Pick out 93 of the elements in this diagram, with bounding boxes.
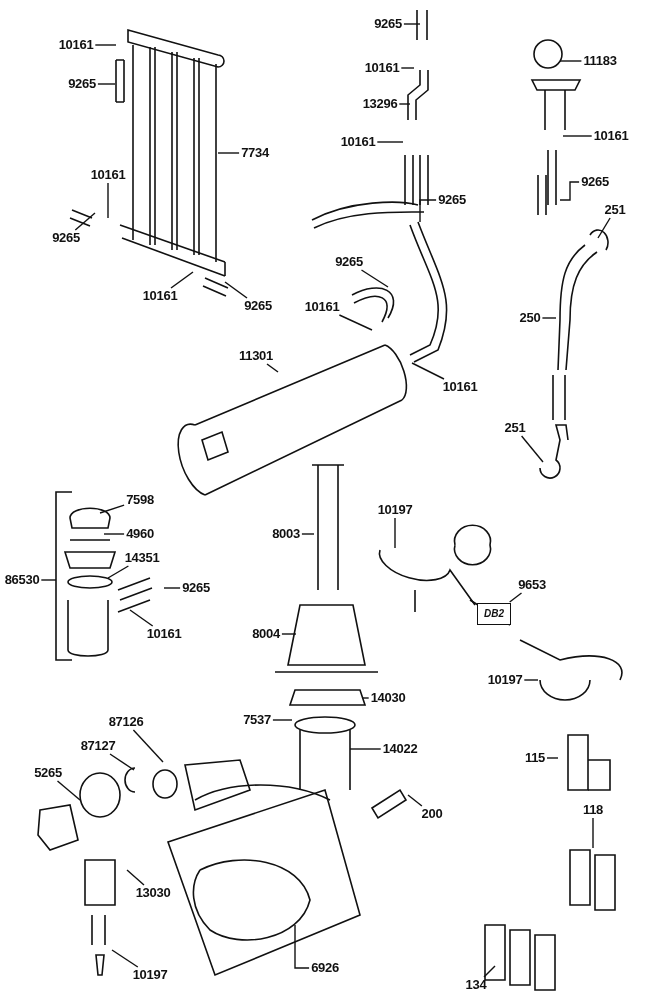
leader-line [541, 317, 557, 319]
callout-number: 200 [421, 807, 443, 821]
leader-line [520, 435, 544, 463]
callout-number: 118 [582, 803, 604, 817]
leader-line [559, 60, 583, 62]
callout-number: 5265 [34, 766, 62, 780]
leader-line [360, 269, 389, 288]
leader-line [74, 212, 96, 231]
callout-number: 10161 [593, 129, 629, 143]
callout-number: 10161 [364, 61, 400, 75]
callout-number: 251 [604, 203, 626, 217]
callout-number: 10161 [340, 135, 376, 149]
callout-number: 9265 [335, 255, 363, 269]
callout-number: 9265 [581, 175, 609, 189]
leader-line [562, 135, 593, 137]
leader-line [400, 67, 415, 69]
leader-line [56, 780, 81, 801]
callout-number: 7598 [126, 493, 154, 507]
leader-line [411, 362, 445, 380]
leader-line [546, 757, 559, 759]
leader-line [217, 152, 240, 154]
leader-line [94, 44, 117, 46]
callout-number: 10161 [442, 380, 478, 394]
callout-number: 134 [465, 978, 487, 992]
callout-number: 10197 [377, 503, 413, 517]
leader-line [407, 794, 423, 807]
callout-number: 11301 [239, 349, 273, 363]
callout-number: 250 [519, 311, 541, 325]
leader-line [523, 679, 539, 681]
leader-line [40, 579, 57, 581]
callout-number: 10161 [58, 38, 94, 52]
leader-line [349, 748, 382, 750]
callout-number: 10197 [132, 968, 168, 982]
leader-line [272, 719, 293, 721]
callout-number: 6926 [311, 961, 339, 975]
leader-line [109, 753, 135, 771]
leader-line [394, 517, 396, 549]
leader-line [559, 181, 580, 201]
callout-number: 4960 [126, 527, 154, 541]
callout-number: 14030 [370, 691, 406, 705]
leader-line [398, 103, 411, 105]
leader-line [103, 533, 125, 535]
leader-line [338, 314, 373, 331]
leader-line [376, 141, 404, 143]
leader-line [266, 363, 279, 373]
leader-line [129, 609, 154, 627]
callout-number: 7537 [243, 713, 271, 727]
leader-line [294, 924, 310, 969]
leader-line [281, 633, 297, 635]
leader-line [597, 217, 611, 239]
callout-number: 9265 [374, 17, 402, 31]
callout-number: 9265 [244, 299, 272, 313]
callout-number: 251 [504, 421, 526, 435]
callout-number: 87127 [80, 739, 116, 753]
leader-line [126, 869, 145, 886]
leader-line [419, 199, 437, 223]
leader-line [301, 533, 315, 535]
leader-line [107, 565, 130, 579]
leader-line [99, 504, 125, 514]
leader-line [111, 949, 139, 968]
leader-line [483, 965, 496, 978]
callout-number: 9265 [68, 77, 96, 91]
callout-number: 10161 [90, 168, 126, 182]
callout-number: 10161 [304, 300, 340, 314]
callout-number: 13296 [362, 97, 398, 111]
callout-number: 8003 [272, 527, 300, 541]
leader-line [163, 587, 181, 589]
callout-number: 7734 [241, 146, 269, 160]
callout-number: 14351 [124, 551, 160, 565]
leader-line [361, 697, 370, 699]
callout-number: 9265 [52, 231, 80, 245]
callout-number: 10161 [146, 627, 182, 641]
callout-number: 11183 [583, 54, 617, 68]
leader-line [509, 592, 523, 603]
leader-line [132, 729, 164, 763]
leader-line [107, 182, 109, 219]
leader-line [592, 817, 594, 849]
callout-number: 86530 [4, 573, 40, 587]
callout-number: 9265 [182, 581, 210, 595]
leader-line [97, 83, 116, 85]
callout-number: 9653 [518, 578, 546, 592]
leader-line [170, 271, 194, 289]
callout-number: 87126 [108, 715, 144, 729]
leader-line [224, 281, 248, 299]
pump-body: DB2 [477, 603, 511, 625]
callout-number: 13030 [135, 886, 171, 900]
callout-number: 9265 [438, 193, 466, 207]
callout-number: 8004 [252, 627, 280, 641]
callout-number: 10161 [142, 289, 178, 303]
callout-number: 115 [524, 751, 546, 765]
callout-number: 10197 [487, 673, 523, 687]
leader-line [403, 23, 421, 25]
callout-number: 14022 [382, 742, 418, 756]
